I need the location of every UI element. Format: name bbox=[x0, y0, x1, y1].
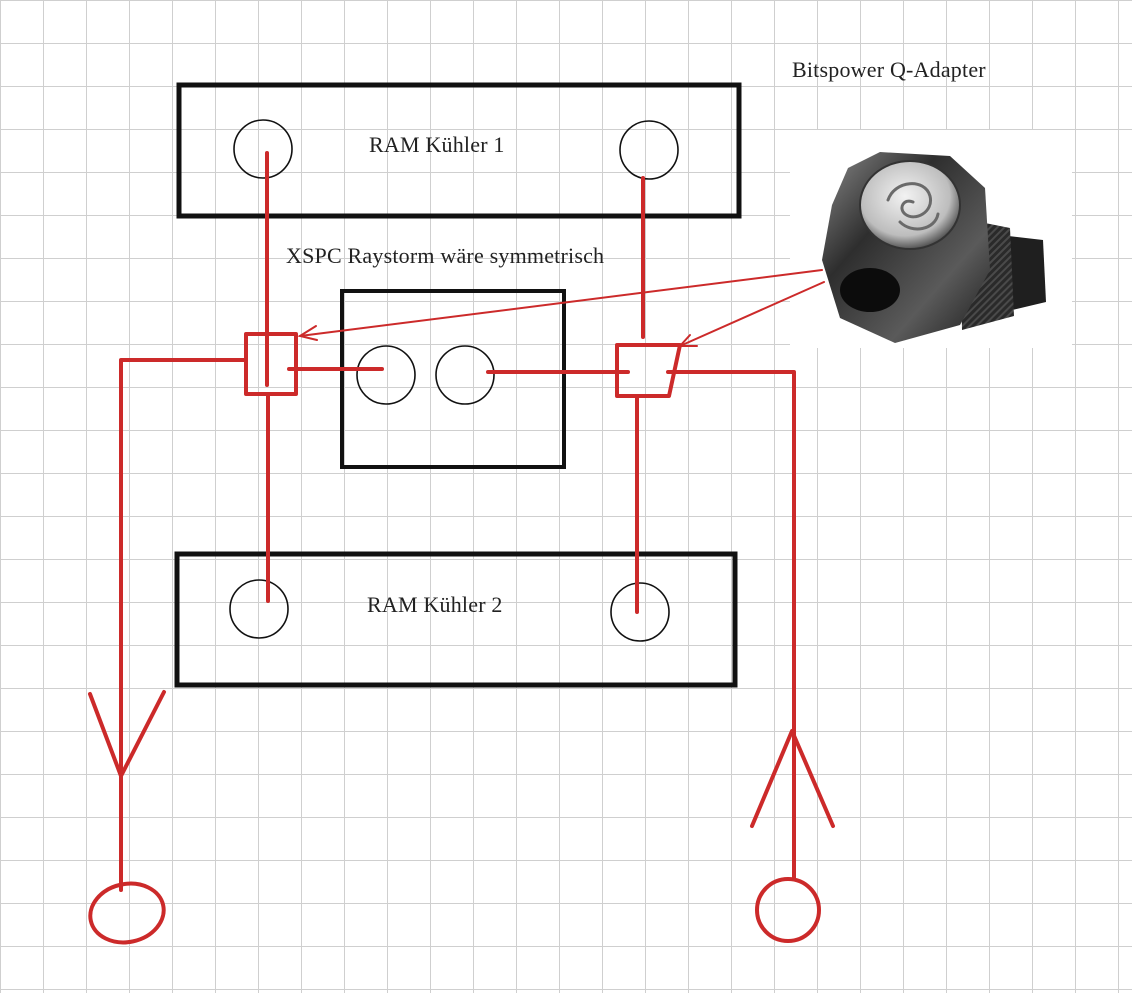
ram-cooler-1-port-left bbox=[233, 119, 293, 179]
pointer-line-left bbox=[299, 269, 823, 337]
cpu-block-port-left bbox=[356, 345, 416, 405]
cpu-block-note: XSPC Raystorm wäre symmetrisch bbox=[286, 243, 605, 268]
q-adapter-dragon-emblem bbox=[886, 182, 940, 231]
ram-cooler-2-label: RAM Kühler 2 bbox=[367, 592, 503, 617]
arrow-down-icon bbox=[88, 690, 166, 778]
left-q-adapter-symbol bbox=[244, 332, 298, 396]
pointer-arrowhead-right bbox=[677, 334, 698, 347]
ram-cooler-1-box bbox=[176, 82, 742, 219]
adapter-title: Bitspower Q-Adapter bbox=[792, 57, 986, 82]
ram-cooler-2-box bbox=[174, 551, 738, 688]
q-adapter-port-opening bbox=[840, 268, 900, 312]
inlet-port-circle-icon bbox=[755, 877, 821, 943]
ram-cooler-1-port-right bbox=[619, 120, 679, 180]
tube-outlet-left bbox=[119, 358, 248, 892]
ram-cooler-2-port-right bbox=[610, 582, 670, 642]
cpu-block-port-right bbox=[435, 345, 495, 405]
outlet-port-circle-icon bbox=[88, 881, 166, 945]
cpu-block-box bbox=[340, 289, 566, 469]
ram-cooler-1-label: RAM Kühler 1 bbox=[369, 132, 505, 157]
tube-inlet-right bbox=[666, 370, 796, 880]
pointer-line-right bbox=[679, 281, 825, 347]
arrow-up-icon bbox=[750, 729, 835, 828]
q-adapter-photo bbox=[822, 152, 1046, 343]
pointer-arrowhead-left bbox=[297, 325, 318, 341]
ram-cooler-2-port-left bbox=[229, 579, 289, 639]
q-adapter-top-face bbox=[859, 160, 961, 250]
right-q-adapter-symbol bbox=[615, 343, 682, 398]
